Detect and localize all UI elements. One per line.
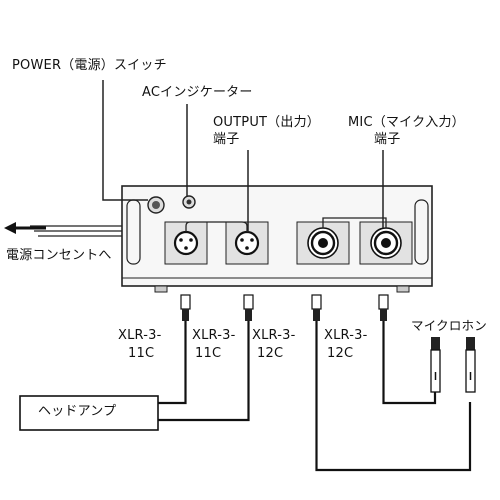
arrow-left-icon	[4, 222, 46, 234]
cable-label-xlr-11c-b: XLR-3-	[192, 328, 236, 343]
ac-indicator-lamp	[182, 195, 196, 209]
mic-terminal-label-2: 端子	[374, 132, 401, 147]
plug-xlr-11c-a	[180, 294, 191, 321]
cable-label-xlr-12c-a: XLR-3-	[252, 328, 296, 343]
cable-label-xlr-12c-a-2: 12C	[257, 346, 284, 361]
cable-label-xlr-11c-a: XLR-3-	[118, 328, 162, 343]
headphone-amp-box	[19, 395, 159, 431]
cable-label-xlr-12c-b: XLR-3-	[324, 328, 368, 343]
cables	[158, 321, 472, 472]
plug-xlr-11c-b	[243, 294, 254, 321]
mic-jack-1[interactable]	[307, 227, 339, 259]
callout-leaders	[102, 80, 384, 232]
to-outlet-label: 電源コンセントへ	[6, 248, 112, 263]
cable-mic-2	[382, 321, 437, 405]
microphone-2	[465, 337, 476, 393]
mic-jack-2[interactable]	[370, 227, 402, 259]
cable-output-1	[158, 321, 187, 405]
plug-xlr-12c-b	[378, 294, 389, 321]
cable-label-xlr-12c-b-2: 12C	[327, 346, 354, 361]
internal-links	[185, 217, 387, 232]
mic-terminal-label: MIC（マイク入力）	[348, 115, 465, 130]
output-terminal-label: OUTPUT（出力）	[213, 115, 320, 130]
cable-label-xlr-11c-b-2: 11C	[195, 346, 222, 361]
power-switch[interactable]	[147, 196, 165, 214]
microphone-1	[430, 337, 441, 393]
power-cord	[30, 225, 122, 237]
cable-label-xlr-11c-a-2: 11C	[128, 346, 155, 361]
plug-xlr-12c-a	[311, 294, 322, 321]
cable-output-2	[158, 321, 250, 422]
power-switch-label: POWER（電源）スイッチ	[12, 58, 167, 73]
power-switch-leader	[102, 80, 148, 201]
output-terminal-label-2: 端子	[213, 132, 240, 147]
cable-mic-1	[315, 321, 472, 472]
output-jack-2[interactable]	[234, 230, 260, 256]
output-jack-1[interactable]	[173, 230, 199, 256]
ac-indicator-label: ACインジケーター	[142, 85, 253, 100]
headphone-amp-label: ヘッドアンプ	[38, 404, 117, 419]
microphone-label: マイクロホン	[411, 318, 487, 333]
